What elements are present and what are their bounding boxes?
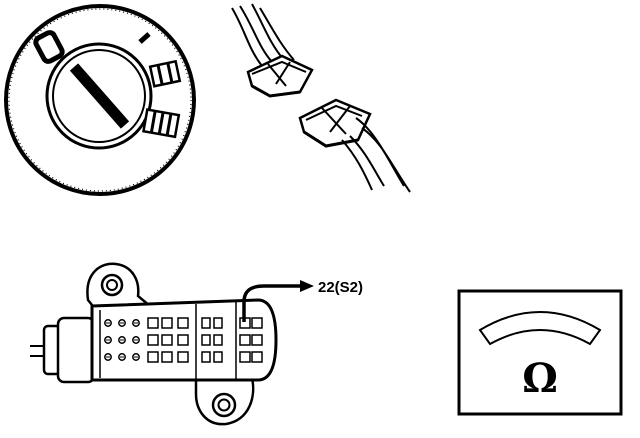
key-slot xyxy=(69,63,130,129)
meter-scale-arc xyxy=(478,311,602,346)
terminal-block xyxy=(104,317,263,363)
terminal-row-2 xyxy=(104,334,263,346)
connector-plug-lower xyxy=(298,98,372,148)
terminal-row-3 xyxy=(104,351,263,363)
ohmmeter-box: Ω xyxy=(457,289,623,416)
terminal-callout-label: 22(S2) xyxy=(318,279,363,296)
wire-connector xyxy=(231,3,411,193)
position-one-mark xyxy=(138,32,151,44)
position-two-mark xyxy=(148,59,182,88)
position-three-mark xyxy=(142,108,181,139)
ohm-symbol-icon: Ω xyxy=(522,355,558,402)
connector-plug-upper xyxy=(246,54,314,98)
ignition-switch xyxy=(4,4,196,196)
terminal-callout: 22(S2) xyxy=(242,279,363,322)
position-zero-mark xyxy=(33,30,65,64)
